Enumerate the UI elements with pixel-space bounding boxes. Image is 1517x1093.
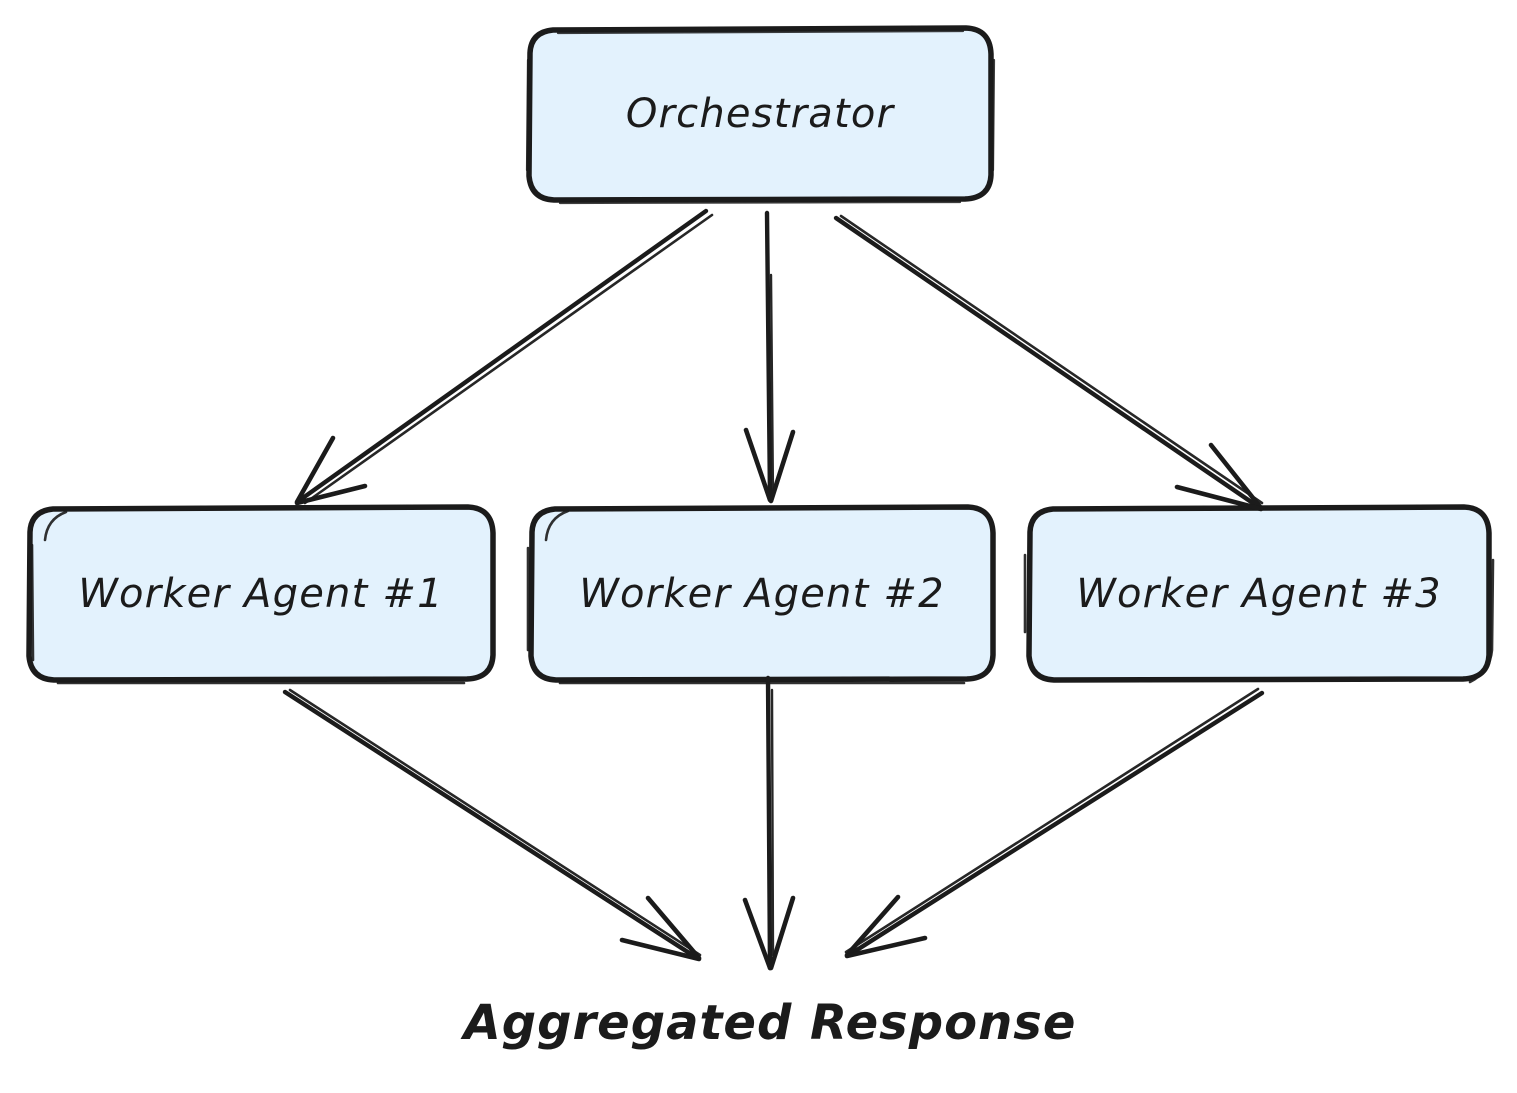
- edge-orchestrator-to-worker3: [833, 214, 1264, 512]
- node-label-worker-agent-2: Worker Agent #2: [579, 570, 945, 617]
- edge-worker2-to-aggregated: [742, 675, 796, 971]
- node-shape-worker3: [1023, 504, 1495, 684]
- edge-worker3-to-aggregated: [844, 687, 1265, 959]
- node-label-worker-agent-1: Worker Agent #1: [78, 570, 444, 617]
- node-label-orchestrator: Orchestrator: [625, 91, 895, 137]
- node-shape-worker1: [26, 504, 496, 685]
- node-shape-orchestrator: [525, 25, 996, 205]
- node-shape-worker2: [526, 504, 996, 685]
- node-orchestrator[interactable]: Orchestrator: [528, 28, 992, 200]
- edge-orchestrator-to-worker1: [294, 208, 714, 506]
- edge-worker1-to-aggregated: [282, 688, 702, 962]
- node-label-aggregated-response: Aggregated Response: [463, 995, 1077, 1051]
- edge-orchestrator-to-worker2: [743, 210, 796, 504]
- node-label-worker-agent-3: Worker Agent #3: [1076, 570, 1442, 617]
- node-worker-agent-1[interactable]: Worker Agent #1: [28, 507, 494, 680]
- node-worker-agent-2[interactable]: Worker Agent #2: [530, 507, 994, 680]
- node-worker-agent-3[interactable]: Worker Agent #3: [1028, 507, 1490, 680]
